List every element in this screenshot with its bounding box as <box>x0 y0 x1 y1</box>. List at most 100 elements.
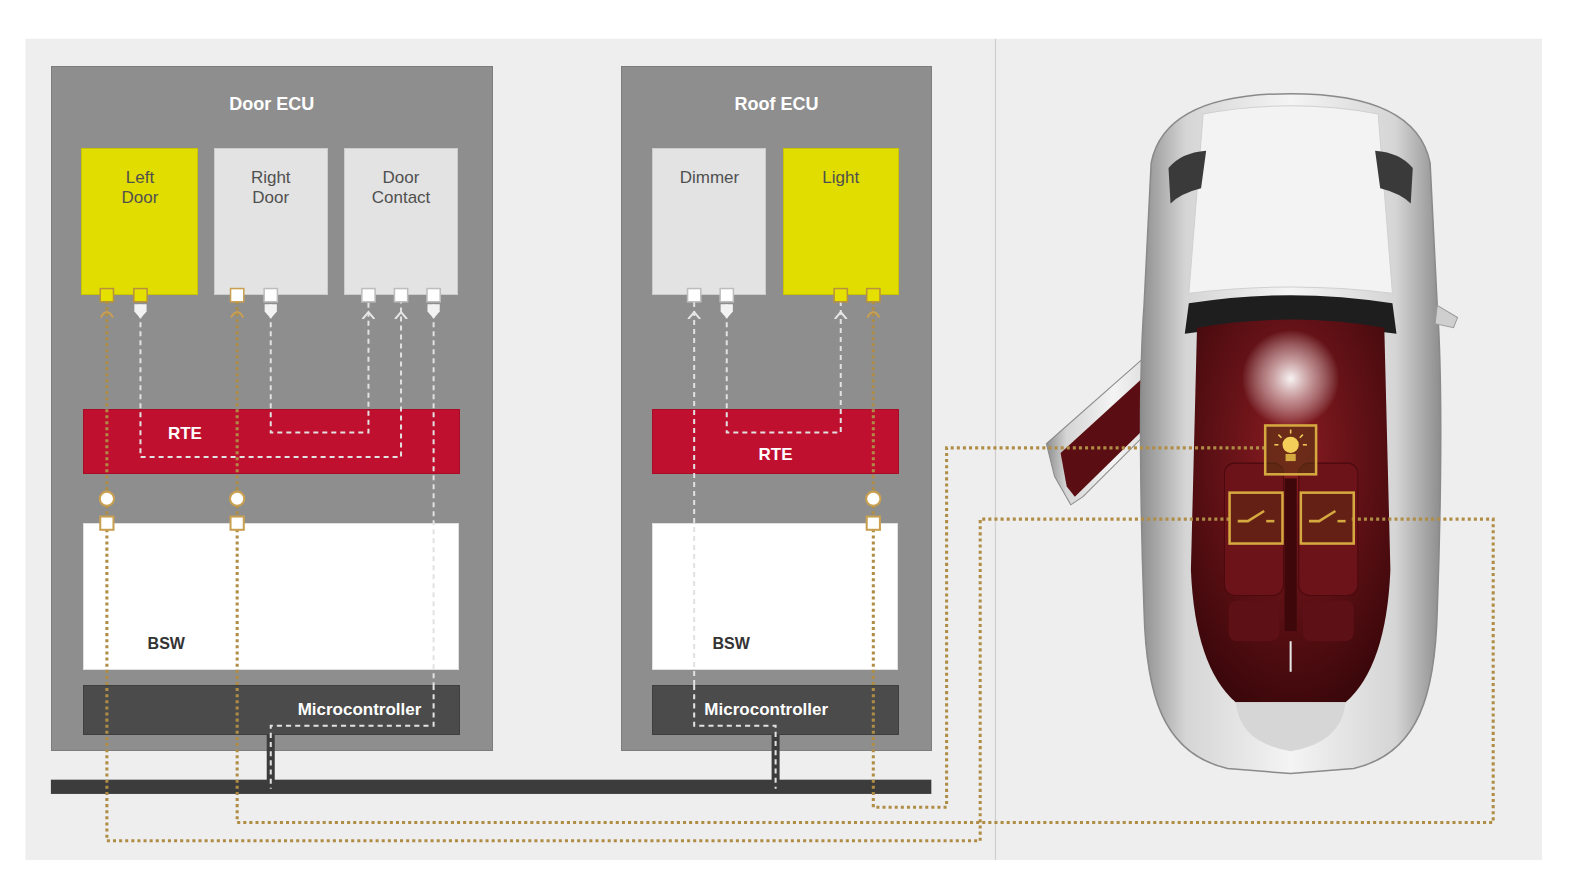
lamp-icon <box>1265 425 1316 474</box>
car-seat <box>1299 463 1358 595</box>
ecu-box: Roof ECU Dimmer LightRTE BSW Microcontroller <box>621 66 932 751</box>
side-mirror <box>1435 305 1457 327</box>
lamp-ray <box>1278 435 1281 438</box>
component-box: Light <box>783 148 899 296</box>
center-console <box>1285 478 1297 631</box>
port-square <box>100 289 113 302</box>
windshield <box>1185 295 1397 334</box>
signal-connector <box>433 295 435 685</box>
rte-band: RTE <box>83 409 460 474</box>
bsw-box: BSW <box>83 523 459 670</box>
required-port-arc <box>101 312 113 318</box>
connector-layer <box>107 295 873 787</box>
port-square <box>427 289 440 302</box>
lamp-ray <box>1303 444 1307 446</box>
sender-port <box>134 304 146 318</box>
switch-symbol <box>1266 520 1274 523</box>
bsw-box: BSW <box>652 523 897 670</box>
bus-connector <box>271 735 776 787</box>
signal-connector <box>872 295 875 523</box>
port-square <box>134 289 147 302</box>
background <box>25 39 1542 860</box>
node-label: Microcontroller <box>704 700 828 720</box>
sender-port <box>721 304 733 318</box>
port-square <box>867 289 880 302</box>
illustration <box>51 94 1493 841</box>
lamp-ray <box>1274 430 1307 445</box>
port-square <box>264 289 277 302</box>
bsw-interface <box>867 517 880 530</box>
sender-port <box>134 304 732 318</box>
wire <box>107 519 1230 841</box>
required-port-arc <box>101 312 880 318</box>
port-square <box>362 289 375 302</box>
door-inner <box>1061 356 1171 496</box>
divider-line <box>995 39 996 860</box>
ecu-box: Door ECULeft DoorRight DoorDoor ContactR… <box>51 66 493 751</box>
port-square <box>100 289 880 302</box>
microcontroller-bar: Microcontroller <box>652 685 898 735</box>
node-label: Door Contact <box>368 168 433 209</box>
wire <box>107 448 1493 841</box>
switch-symbol <box>1309 511 1335 521</box>
bsw-interface <box>100 492 881 530</box>
node-label: Roof ECU <box>735 94 819 116</box>
switch-symbol <box>1238 511 1264 521</box>
bsw-interface <box>230 492 244 506</box>
headlight <box>1375 151 1413 204</box>
bsw-interface <box>231 517 244 530</box>
node-label: BSW <box>148 634 185 653</box>
car-illustration <box>1046 94 1457 774</box>
lamp-base <box>1286 454 1296 461</box>
required-port-arc <box>867 312 879 318</box>
port-square <box>231 289 244 302</box>
component-box: Right Door <box>214 148 328 296</box>
car-cabin <box>1191 320 1391 703</box>
port-layer <box>100 289 881 789</box>
open-door <box>1046 334 1180 505</box>
lamp-ray <box>1274 444 1278 446</box>
bus-bar <box>51 780 931 794</box>
node-label: Door ECU <box>229 94 314 116</box>
bsw-interface <box>100 492 114 506</box>
component-box: Dimmer <box>652 148 766 296</box>
wire <box>237 519 1493 822</box>
switch-icon <box>1301 493 1354 544</box>
signal-connector <box>693 295 695 685</box>
car-hood <box>1189 106 1393 293</box>
bsw-interface <box>100 517 113 530</box>
switch-symbol <box>1337 520 1345 523</box>
bus-stub <box>271 685 434 789</box>
headlight <box>1168 151 1206 204</box>
port-square <box>834 289 847 302</box>
sender-port <box>427 304 439 318</box>
port-square <box>720 289 733 302</box>
node-label: Right Door <box>238 168 303 209</box>
required-port-arc <box>231 312 243 318</box>
node-label: Microcontroller <box>298 700 422 720</box>
bus-stub <box>271 685 776 789</box>
node-label: BSW <box>712 634 749 653</box>
car-seat <box>1224 463 1283 595</box>
rear-line <box>1290 641 1292 672</box>
seat-back <box>1303 601 1354 642</box>
switch-icon <box>1230 493 1283 544</box>
lamp-ray <box>1290 430 1292 434</box>
signal-connector <box>727 295 841 432</box>
light-glow <box>1242 330 1340 428</box>
bus-stub <box>694 685 775 789</box>
node-label: RTE <box>759 445 793 465</box>
signal-connector <box>140 295 401 457</box>
switch-icon <box>1230 493 1354 544</box>
car-body <box>1141 94 1441 774</box>
wire <box>873 448 1265 807</box>
node-label: Dimmer <box>677 168 742 188</box>
lamp-ray <box>1300 435 1303 438</box>
port-square <box>688 289 701 302</box>
microcontroller-bar: Microcontroller <box>83 685 460 735</box>
signal-connector <box>236 295 239 523</box>
sender-port <box>265 304 277 318</box>
